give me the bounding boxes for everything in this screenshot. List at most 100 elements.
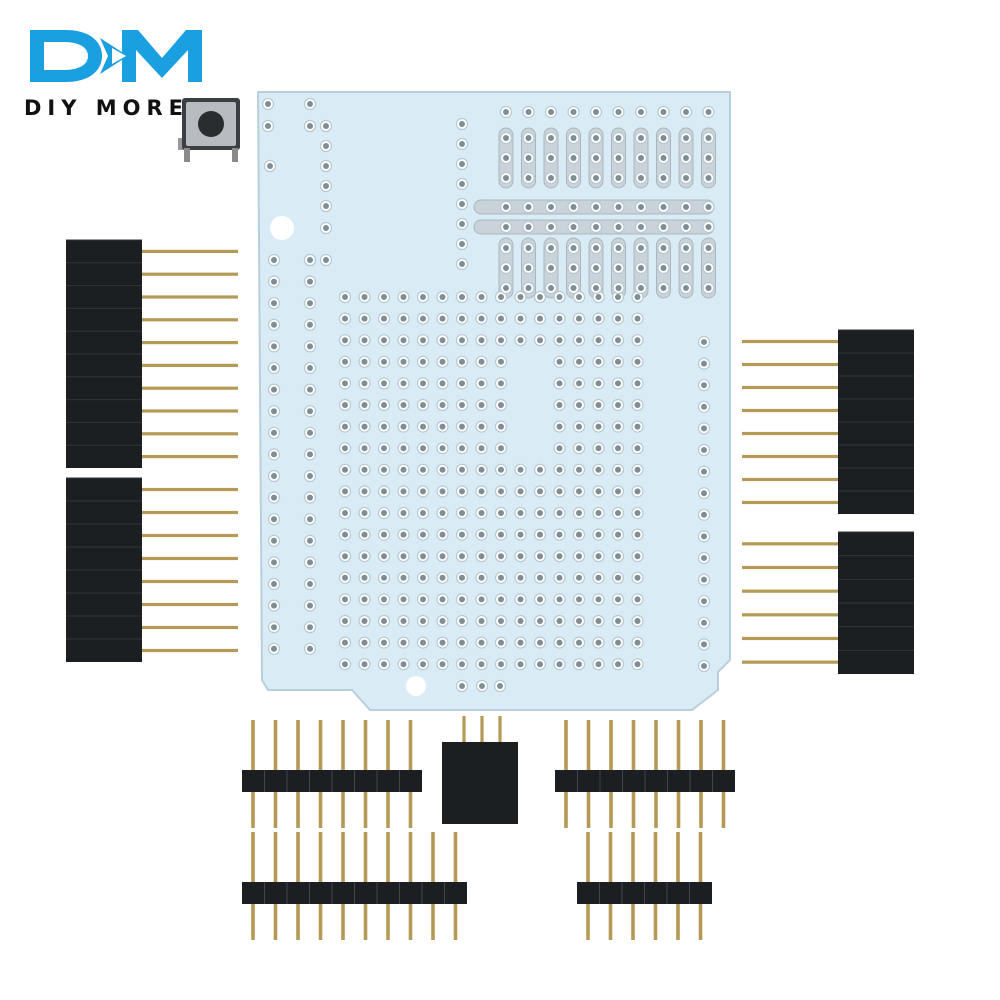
male-header (242, 720, 422, 828)
board-hole (319, 119, 333, 133)
copper-strip (543, 127, 559, 189)
board-hole (377, 614, 391, 628)
board-hole (567, 241, 580, 255)
board-hole (592, 312, 605, 325)
header-body (577, 882, 712, 904)
board-hole (589, 105, 603, 119)
board-hole (533, 290, 547, 304)
board-hole (455, 290, 469, 304)
header-pin (586, 720, 591, 828)
board-hole (303, 556, 317, 569)
board-hole (436, 658, 449, 671)
board-hole (679, 171, 693, 185)
board-hole (533, 485, 547, 498)
board-hole (589, 241, 603, 255)
board-hole (533, 334, 547, 347)
board-hole (589, 151, 603, 165)
board-hole (611, 550, 625, 563)
header-body (242, 882, 467, 904)
board-hole (611, 290, 625, 304)
board-hole (631, 398, 644, 412)
header-pin (142, 556, 238, 561)
board-hole (611, 593, 625, 606)
board-hole (397, 571, 410, 584)
board-hole (338, 398, 352, 412)
male-header (577, 832, 712, 940)
board-hole (553, 377, 566, 390)
board-hole (697, 465, 711, 478)
header-pin (318, 832, 323, 940)
board-hole (612, 261, 625, 275)
board-hole (436, 312, 449, 325)
board-hole (544, 105, 558, 119)
board-hole (533, 571, 547, 584)
board-hole (455, 442, 469, 455)
header-pin (742, 431, 838, 436)
header-pin (498, 716, 502, 746)
board-hole (657, 105, 670, 119)
copper-strip (588, 127, 604, 189)
header-pin (742, 542, 838, 546)
board-hole (494, 528, 508, 541)
board-hole (592, 355, 605, 368)
board-hole (377, 636, 391, 649)
board-hole (338, 658, 352, 671)
board-hole (377, 463, 391, 476)
board-hole (455, 177, 469, 191)
board-hole (657, 261, 670, 275)
copper-strip (656, 237, 671, 299)
board-hole (634, 200, 648, 214)
board-hole (267, 253, 281, 267)
stackable-header (742, 531, 914, 674)
strip-pads (473, 127, 716, 299)
board-hole (319, 159, 333, 173)
board-hole (475, 290, 488, 304)
header-pin (296, 832, 300, 940)
board-hole (592, 571, 605, 584)
header-pin (408, 720, 413, 828)
board-hole (553, 528, 566, 541)
board-hole (436, 636, 449, 649)
board-hole (499, 241, 513, 255)
board-hole (631, 355, 644, 368)
board-hole (553, 506, 566, 520)
board-hole (522, 131, 535, 145)
board-hole (338, 377, 352, 390)
board-hole (572, 420, 586, 433)
board-hole (338, 420, 352, 433)
header-pin (142, 602, 238, 607)
header-pin (608, 832, 613, 940)
header-pin (142, 341, 238, 345)
board-outline (256, 91, 731, 711)
board-hole (631, 550, 644, 563)
board-hole (514, 528, 527, 541)
board-hole (377, 377, 391, 390)
board-hole (377, 550, 391, 563)
board-hole (553, 420, 566, 433)
board-hole (358, 593, 371, 606)
board-hole (567, 261, 580, 275)
board-hole (494, 442, 508, 455)
board-hole (303, 97, 317, 111)
board-hole (514, 614, 527, 628)
header-pin (408, 832, 413, 940)
board-hole (553, 485, 566, 498)
board-hole (657, 220, 670, 234)
board-hole (267, 426, 281, 439)
board-hole (397, 636, 410, 649)
board-hole (572, 290, 586, 304)
header-body (66, 240, 142, 468)
board-hole (697, 659, 711, 673)
board-hole (514, 506, 527, 520)
board-hole (533, 636, 547, 649)
board-hole (267, 361, 281, 375)
board-hole (514, 485, 527, 498)
board-hole (567, 220, 580, 234)
board-hole (634, 171, 648, 185)
board-hole (679, 200, 693, 214)
board-hole (455, 157, 469, 171)
header-pin (742, 565, 838, 570)
board-hole (612, 131, 625, 145)
board-hole (592, 614, 605, 628)
board-hole (514, 593, 527, 606)
